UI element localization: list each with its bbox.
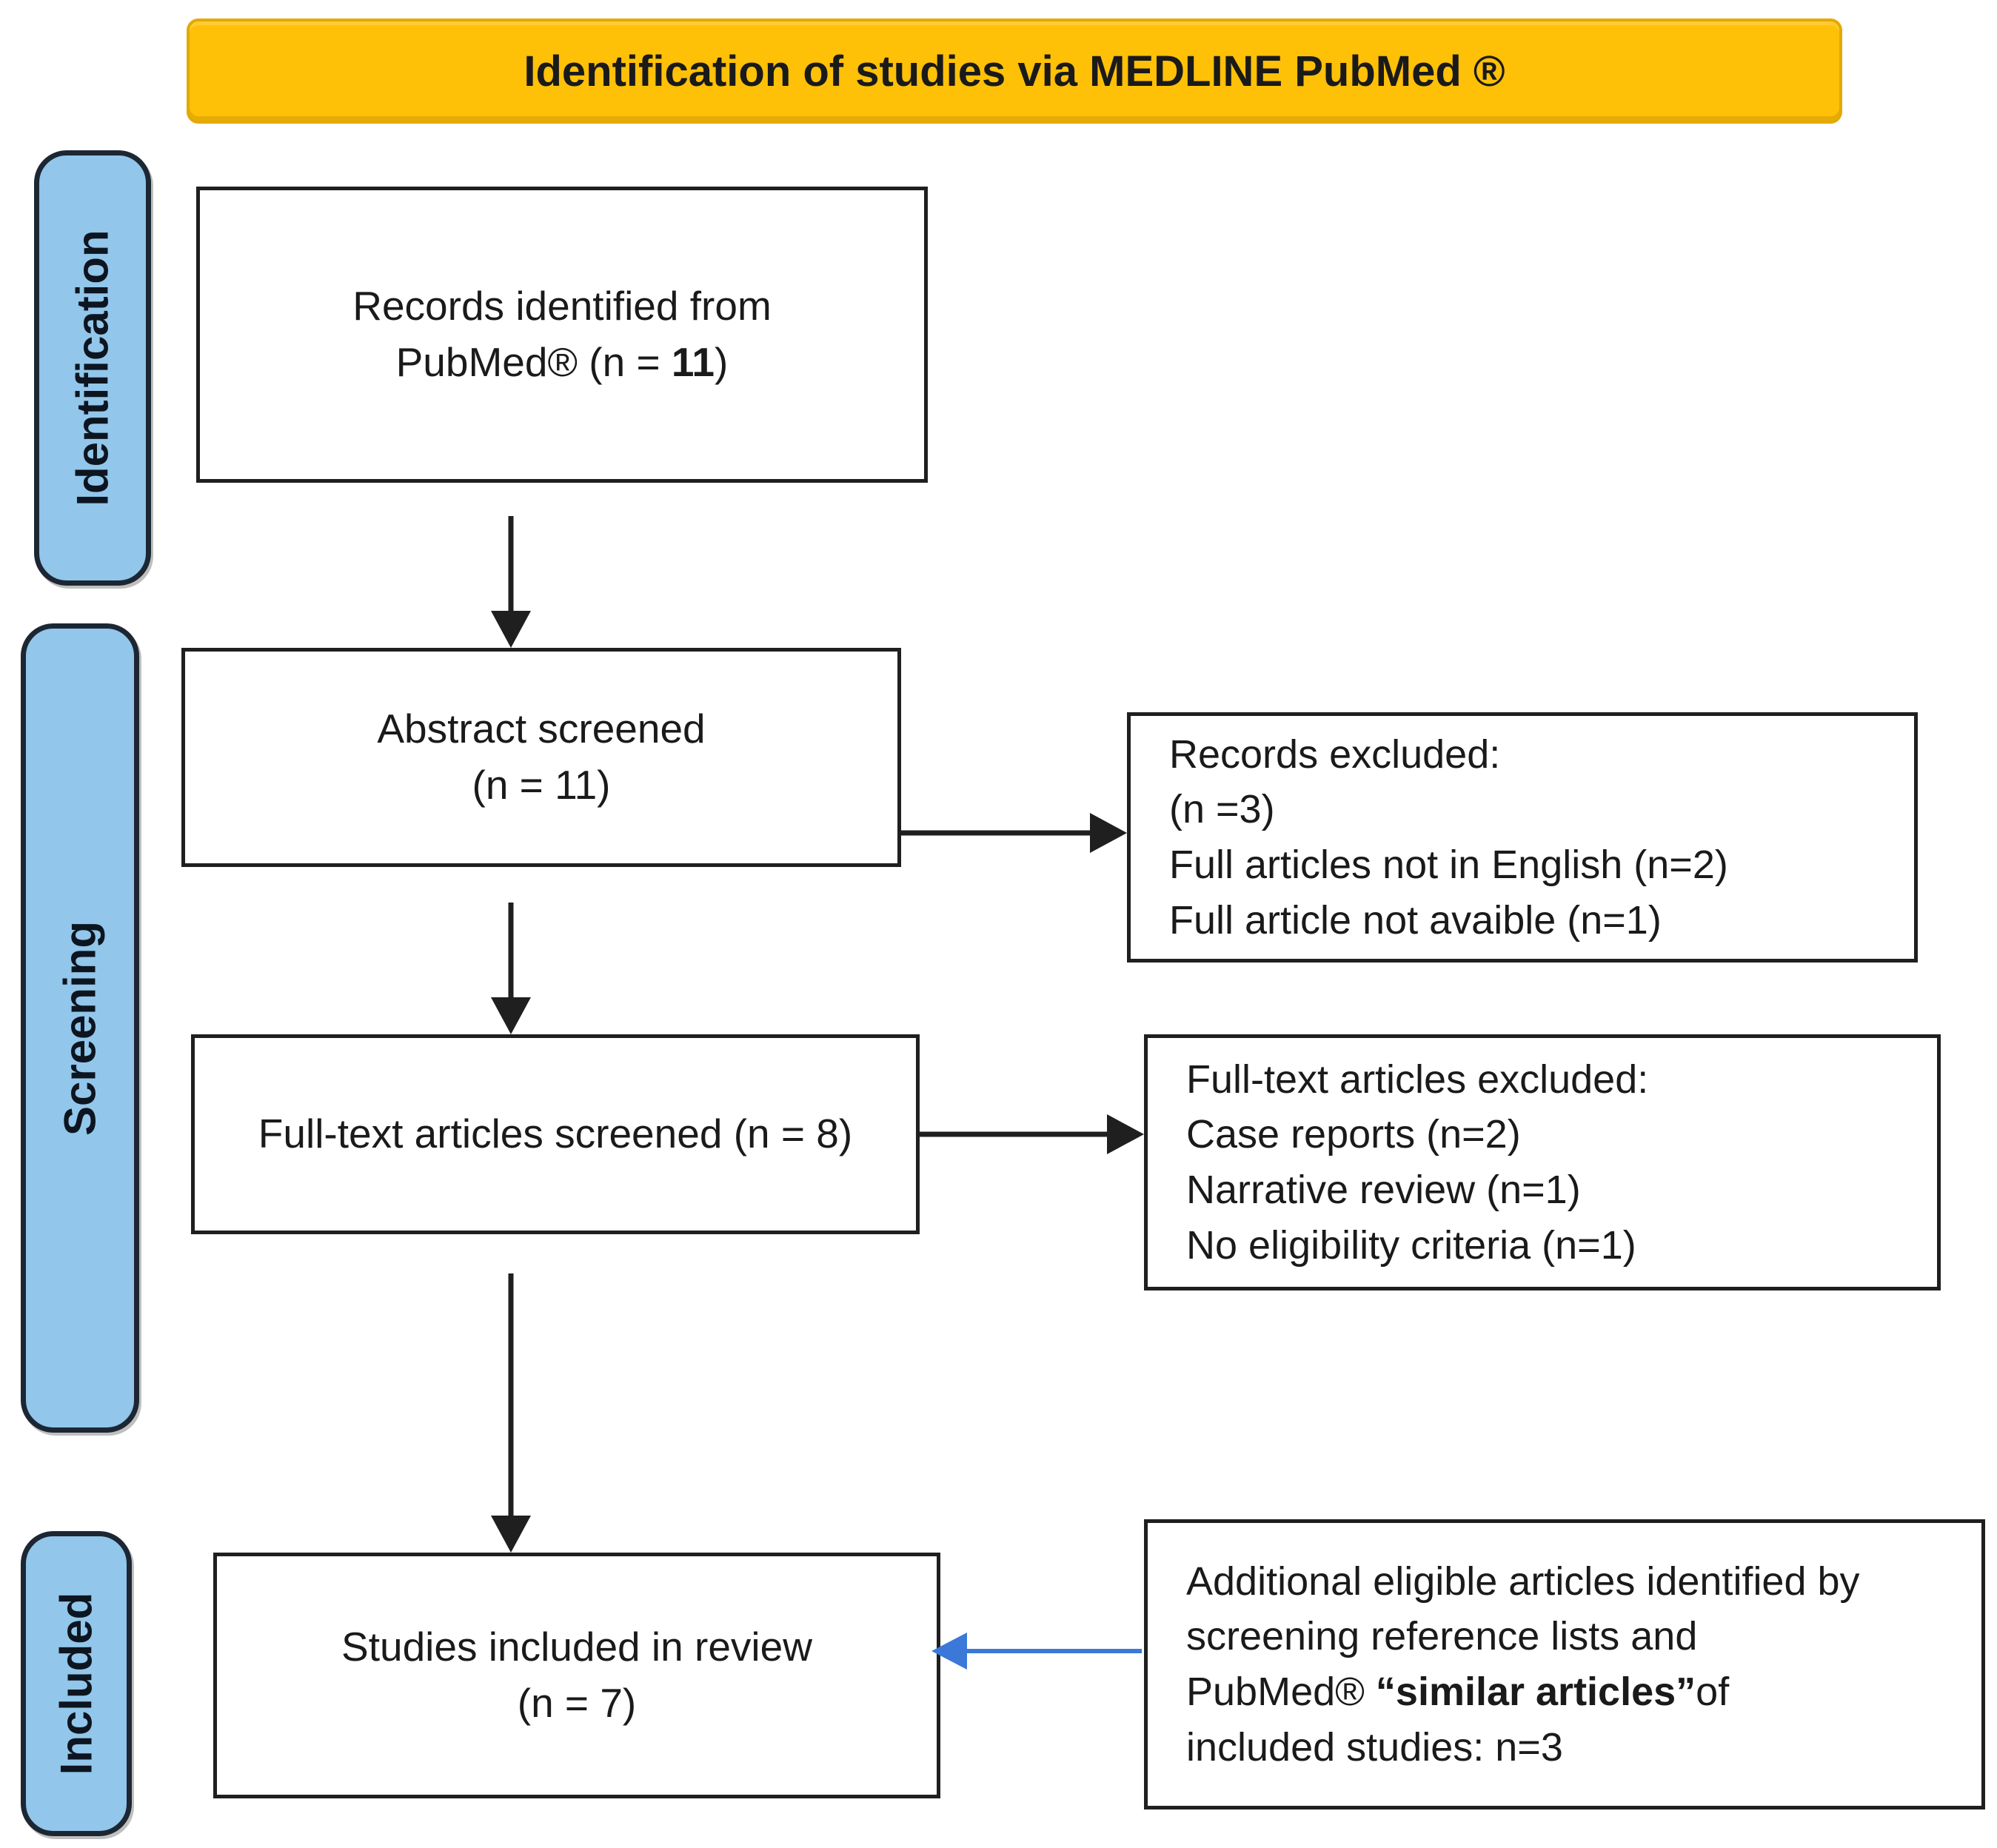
arrow-shaft xyxy=(508,903,514,1002)
arrow-shaft xyxy=(508,516,514,615)
stage-label-screening-text: Screening xyxy=(55,920,105,1136)
arrow-shaft xyxy=(901,830,1094,836)
records-excluded-line: (n =3) xyxy=(1169,787,1275,832)
fulltext-excluded-line: No eligibility criteria (n=1) xyxy=(1186,1222,1636,1268)
box-abstract-screened: Abstract screened (n = 11) xyxy=(181,648,901,867)
box-fulltext-screened: Full-text articles screened (n = 8) xyxy=(191,1034,920,1234)
abstract-line1: Abstract screened xyxy=(377,706,706,752)
additional-line3-suffix: of xyxy=(1696,1670,1730,1714)
arrow-abstract-to-excluded xyxy=(901,811,1127,855)
included-line1: Studies included in review xyxy=(341,1624,812,1670)
arrow-records-to-abstract xyxy=(489,516,533,648)
additional-line4: included studies: n=3 xyxy=(1186,1724,1563,1770)
abstract-line2: (n = 11) xyxy=(472,762,611,808)
arrow-shaft xyxy=(964,1649,1142,1653)
arrow-fulltext-to-included xyxy=(489,1273,533,1553)
arrow-down-icon xyxy=(491,611,531,648)
arrow-shaft xyxy=(920,1131,1111,1137)
arrow-right-icon xyxy=(1107,1114,1144,1154)
diagram-title: Identification of studies via MEDLINE Pu… xyxy=(523,47,1505,96)
arrow-additional-to-included xyxy=(931,1629,1142,1673)
fulltext-excluded-line: Case reports (n=2) xyxy=(1186,1112,1521,1157)
additional-line3-prefix: PubMed® xyxy=(1186,1670,1376,1714)
records-excluded-line: Records excluded: xyxy=(1169,732,1501,777)
box-additional-articles: Additional eligible articles identified … xyxy=(1144,1519,1985,1810)
box-studies-included: Studies included in review (n = 7) xyxy=(213,1553,940,1798)
box-records-excluded: Records excluded: (n =3) Full articles n… xyxy=(1127,712,1918,962)
records-line2-suffix: ) xyxy=(715,339,729,385)
records-line1: Records identified from xyxy=(352,283,772,329)
arrow-left-icon xyxy=(931,1633,967,1670)
additional-line2: screening reference lists and xyxy=(1186,1614,1698,1659)
box-fulltext-excluded: Full-text articles excluded: Case report… xyxy=(1144,1034,1941,1290)
arrow-right-icon xyxy=(1090,813,1127,853)
additional-line1: Additional eligible articles identified … xyxy=(1186,1559,1860,1604)
records-excluded-line: Full articles not in English (n=2) xyxy=(1169,843,1728,887)
fulltext-line1: Full-text articles screened (n = 8) xyxy=(258,1111,853,1157)
included-line2: (n = 7) xyxy=(517,1680,637,1726)
fulltext-excluded-line: Narrative review (n=1) xyxy=(1186,1168,1581,1212)
stage-label-included-text: Included xyxy=(51,1592,101,1775)
records-count: 11 xyxy=(671,339,715,385)
stage-label-identification: Identification xyxy=(34,150,151,586)
stage-label-identification-text: Identification xyxy=(67,230,118,506)
stage-label-included: Included xyxy=(21,1531,132,1836)
arrow-abstract-to-fulltext xyxy=(489,903,533,1034)
records-excluded-line: Full article not avaible (n=1) xyxy=(1169,897,1662,943)
arrow-shaft xyxy=(508,1273,514,1520)
records-line2-prefix: PubMed® (n = xyxy=(395,339,672,385)
additional-line3: PubMed® “similar articles”of xyxy=(1186,1664,1729,1720)
additional-line3-bold: “similar articles” xyxy=(1375,1670,1696,1714)
fulltext-excluded-line: Full-text articles excluded: xyxy=(1186,1057,1649,1102)
arrow-fulltext-to-excluded xyxy=(920,1112,1144,1156)
box-records-identified: Records identified from PubMed® (n = 11) xyxy=(196,187,928,483)
stage-label-screening: Screening xyxy=(21,623,139,1433)
arrow-down-icon xyxy=(491,997,531,1034)
arrow-down-icon xyxy=(491,1516,531,1553)
diagram-title-banner: Identification of studies via MEDLINE Pu… xyxy=(187,19,1842,124)
records-line2: PubMed® (n = 11) xyxy=(396,335,729,391)
